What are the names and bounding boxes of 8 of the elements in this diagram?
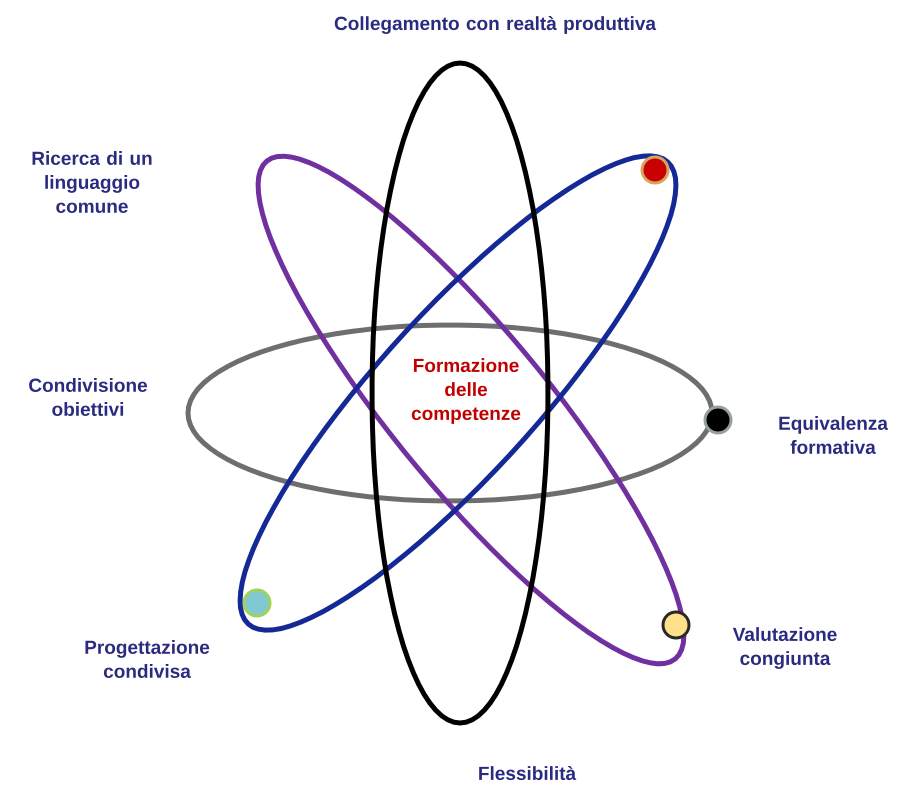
label: Equivalenza formativa <box>779 416 888 454</box>
label: Ricerca di un linguaggio comune <box>32 151 152 213</box>
label: Valutazione congiunta <box>732 627 837 669</box>
label: Formazione delle competenze <box>412 358 520 424</box>
label: Progettazione condivisa <box>85 640 210 678</box>
label: Flessibilità <box>479 766 576 780</box>
label: Collegamento con realtà produttiva <box>334 16 656 34</box>
label: Condivisione obiettivi <box>29 378 147 416</box>
